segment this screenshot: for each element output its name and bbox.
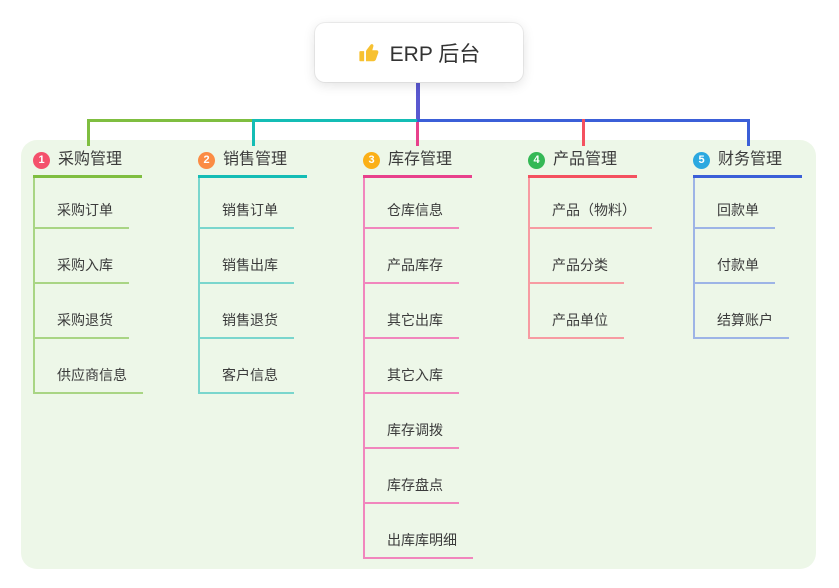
child-node[interactable]: 产品分类 [530, 256, 624, 284]
child-node[interactable]: 仓库信息 [365, 201, 459, 229]
branch-children: 销售订单销售出库销售退货客户信息 [198, 178, 362, 394]
rail-segment-2 [252, 119, 420, 122]
child-node[interactable]: 采购退货 [35, 311, 129, 339]
child-node[interactable]: 供应商信息 [35, 366, 143, 394]
child-node[interactable]: 客户信息 [200, 366, 294, 394]
child-node[interactable]: 回款单 [695, 201, 775, 229]
branch-number-badge: 2 [198, 151, 215, 169]
child-node[interactable]: 产品（物料） [530, 201, 652, 229]
branch-children: 采购订单采购入库采购退货供应商信息 [33, 178, 197, 394]
child-row: 供应商信息 [35, 339, 197, 394]
child-node[interactable]: 产品库存 [365, 256, 459, 284]
root-stem-connector [416, 82, 420, 122]
child-row: 产品（物料） [530, 178, 692, 229]
child-row: 结算账户 [695, 284, 839, 339]
branch-node-1[interactable]: 1 采购管理 [33, 150, 143, 178]
child-row: 采购入库 [35, 229, 197, 284]
branch-column-4: 4 产品管理产品（物料） 产品分类产品单位 [528, 150, 692, 339]
branch-number-badge: 3 [363, 151, 380, 169]
branch-label: 库存管理 [388, 151, 453, 168]
branch-label: 销售管理 [223, 151, 288, 168]
rail-segment-1 [87, 119, 255, 122]
child-row: 库存调拨 [365, 394, 527, 449]
branch-label: 产品管理 [553, 151, 618, 168]
child-node[interactable]: 销售出库 [200, 256, 294, 284]
child-node[interactable]: 结算账户 [695, 311, 789, 339]
child-node[interactable]: 采购入库 [35, 256, 129, 284]
branch-label: 财务管理 [718, 151, 783, 168]
child-row: 其它出库 [365, 284, 527, 339]
child-row: 库存盘点 [365, 449, 527, 504]
child-row: 产品分类 [530, 229, 692, 284]
child-row: 付款单 [695, 229, 839, 284]
child-node[interactable]: 库存盘点 [365, 476, 459, 504]
child-row: 销售退货 [200, 284, 362, 339]
child-row: 销售出库 [200, 229, 362, 284]
child-node[interactable]: 产品单位 [530, 311, 624, 339]
branch-column-2: 2 销售管理销售订单销售出库销售退货客户信息 [198, 150, 362, 394]
child-row: 产品库存 [365, 229, 527, 284]
branch-node-3[interactable]: 3 库存管理 [363, 150, 473, 178]
branch-column-3: 3 库存管理仓库信息产品库存其它出库其它入库库存调拨库存盘点出库库明细 [363, 150, 527, 559]
child-row: 回款单 [695, 178, 839, 229]
branch-node-4[interactable]: 4 产品管理 [528, 150, 638, 178]
child-node[interactable]: 付款单 [695, 256, 775, 284]
branches-background-panel [21, 140, 816, 569]
branch-node-2[interactable]: 2 销售管理 [198, 150, 308, 178]
branch-drop-connector-5 [747, 119, 750, 146]
child-row: 销售订单 [200, 178, 362, 229]
child-row: 采购退货 [35, 284, 197, 339]
branch-drop-connector-1 [87, 119, 90, 146]
root-node[interactable]: ERP 后台 [315, 23, 523, 82]
branch-node-5[interactable]: 5 财务管理 [693, 150, 803, 178]
branch-drop-connector-4 [582, 119, 585, 146]
branch-children: 回款单付款单结算账户 [693, 178, 839, 339]
child-node[interactable]: 其它出库 [365, 311, 459, 339]
child-row: 其它入库 [365, 339, 527, 394]
child-row: 产品单位 [530, 284, 692, 339]
branch-children: 产品（物料） 产品分类产品单位 [528, 178, 692, 339]
branch-drop-connector-3 [416, 122, 419, 146]
child-row: 采购订单 [35, 178, 197, 229]
child-node[interactable]: 出库库明细 [365, 531, 473, 559]
child-row: 仓库信息 [365, 178, 527, 229]
child-row: 客户信息 [200, 339, 362, 394]
branch-children: 仓库信息产品库存其它出库其它入库库存调拨库存盘点出库库明细 [363, 178, 527, 559]
branch-column-1: 1 采购管理采购订单采购入库采购退货供应商信息 [33, 150, 197, 394]
branch-column-5: 5 财务管理回款单付款单结算账户 [693, 150, 839, 339]
root-label: ERP 后台 [389, 42, 481, 66]
branch-label: 采购管理 [58, 151, 123, 168]
child-node[interactable]: 库存调拨 [365, 421, 459, 449]
branch-number-badge: 5 [693, 151, 710, 169]
child-node[interactable]: 销售退货 [200, 311, 294, 339]
child-node[interactable]: 采购订单 [35, 201, 129, 229]
branch-drop-connector-2 [252, 119, 255, 146]
branch-number-badge: 1 [33, 151, 50, 169]
thumbs-up-icon [358, 42, 380, 64]
child-row: 出库库明细 [365, 504, 527, 559]
child-node[interactable]: 其它入库 [365, 366, 459, 394]
child-node[interactable]: 销售订单 [200, 201, 294, 229]
branch-number-badge: 4 [528, 151, 545, 169]
